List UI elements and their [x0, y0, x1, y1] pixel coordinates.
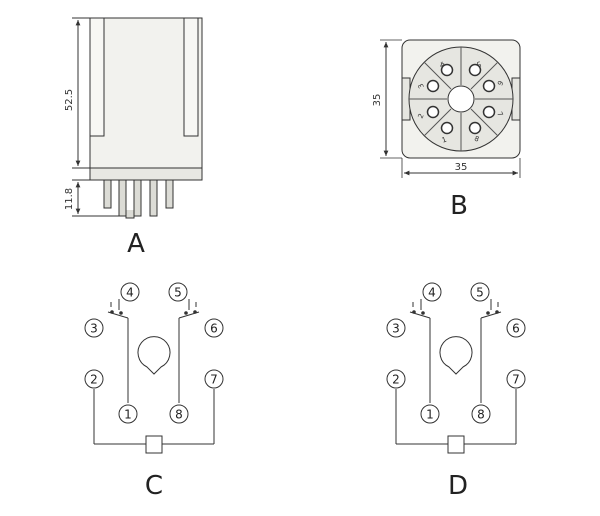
- socket-number: 8: [473, 135, 480, 144]
- left-slot: [89, 17, 105, 137]
- pin-label-3: 3: [90, 322, 98, 336]
- key-circle: [439, 336, 473, 375]
- pin-label-2: 2: [90, 373, 98, 387]
- pin-label-5: 5: [174, 286, 182, 300]
- socket-number: 7: [495, 110, 504, 117]
- panel-label-d: D: [448, 471, 468, 501]
- pin-label-7: 7: [210, 373, 218, 387]
- dim-35-width: 35: [455, 162, 468, 173]
- socket-pin-holes: [426, 63, 496, 135]
- socket-number: 3: [417, 82, 426, 89]
- dim-11-8: 11.8: [64, 188, 75, 210]
- relay-base: [89, 167, 203, 181]
- panel-c-schematic: 4 5 3 6 2 7 1 8: [84, 282, 224, 454]
- panel-d-schematic: 4 5 3 6 2 7 1 8: [386, 282, 526, 454]
- center-key-hole: [447, 85, 475, 113]
- socket-numbers: 1 2 3 4 5 6 7 8: [417, 59, 505, 144]
- pin-label-8: 8: [175, 408, 183, 422]
- right-slot: [183, 17, 199, 137]
- pin-label-8: 8: [477, 408, 485, 422]
- coil-symbol: [447, 435, 465, 454]
- panel-label-b: B: [450, 191, 468, 221]
- key-circle: [137, 336, 171, 375]
- panel-a-side-view: [72, 17, 203, 219]
- pin-label-1: 1: [124, 408, 132, 422]
- pin-label-7: 7: [512, 373, 520, 387]
- socket-number: 4: [438, 59, 445, 68]
- pin-label-4: 4: [428, 286, 436, 300]
- dim-35-height: 35: [372, 94, 383, 107]
- pin-label-6: 6: [210, 322, 218, 336]
- panel-label-a: A: [127, 229, 145, 259]
- pin-label-4: 4: [126, 286, 134, 300]
- pin-label-2: 2: [392, 373, 400, 387]
- panel-b-bottom-view: [380, 39, 521, 178]
- socket-number: 6: [495, 79, 504, 87]
- pin-label-6: 6: [512, 322, 520, 336]
- socket-number: 2: [417, 112, 426, 119]
- socket-number: 1: [441, 136, 448, 145]
- dim-52-5: 52.5: [64, 89, 75, 111]
- socket-number: 5: [475, 59, 482, 68]
- pin-label-3: 3: [392, 322, 400, 336]
- panel-label-c: C: [145, 471, 163, 501]
- pin-label-1: 1: [426, 408, 434, 422]
- pin-label-5: 5: [476, 286, 484, 300]
- relay-body: [89, 17, 203, 169]
- relay-pins: [103, 179, 174, 219]
- coil-symbol: [145, 435, 163, 454]
